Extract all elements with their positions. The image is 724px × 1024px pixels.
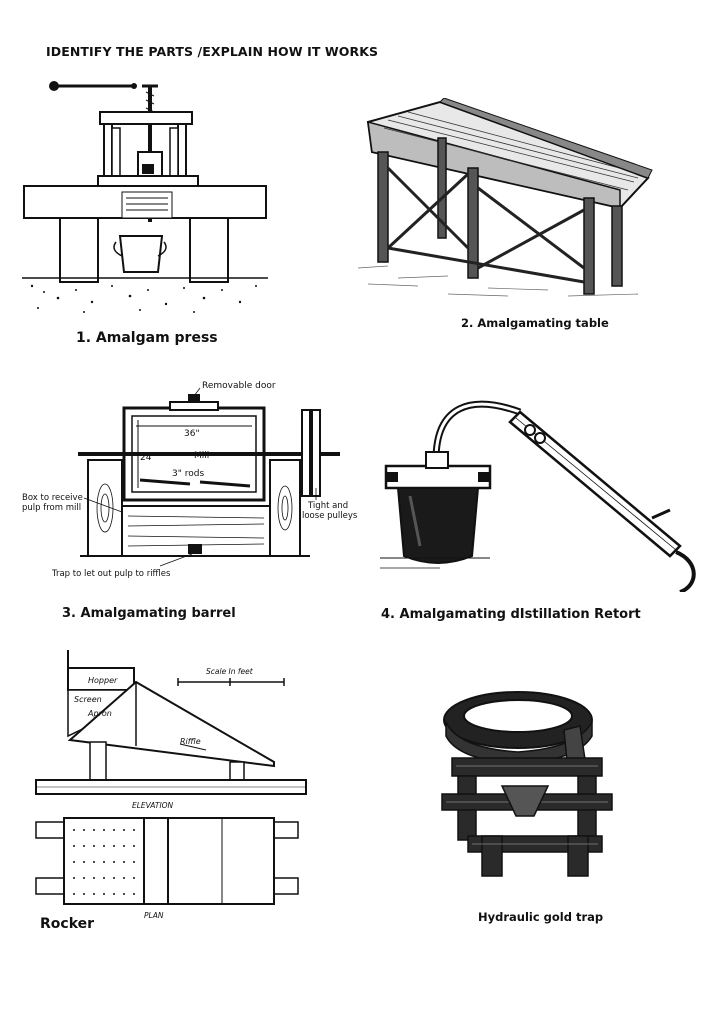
worksheet-title: IDENTIFY THE PARTS /EXPLAIN HOW IT WORKS [46, 44, 379, 59]
mill-label: Mill [194, 451, 209, 461]
barrel-width-label: 36" [184, 429, 200, 439]
elevation-label: ELEVATION [132, 801, 174, 810]
amalgam-press-illustration [22, 81, 268, 313]
screen-label: Screen [74, 695, 102, 704]
hydraulic-gold-trap-illustration [441, 691, 613, 877]
amalgamating-barrel-caption: 3. Amalgamating barrel [62, 606, 236, 621]
distillation-retort-illustration [380, 400, 696, 592]
distillation-retort-caption: 4. Amalgamating dIstillation Retort [381, 607, 641, 622]
amalgamating-table-illustration [357, 98, 653, 297]
hydraulic-gold-trap-caption: Hydraulic gold trap [478, 910, 604, 924]
plan-label: PLAN [144, 911, 164, 920]
amalgamating-barrel-illustration: Removable door 36" 24" Mill 3" rods Box … [22, 381, 358, 579]
rocker-illustration: Hopper Screen Apron Riffle Scale In feet… [35, 650, 307, 920]
rocker-caption: Rocker [40, 916, 95, 932]
amalgamating-table-caption: 2. Amalgamating table [461, 316, 609, 330]
pulleys-label: Tight and [307, 501, 348, 511]
box-label-line2: pulp from mill [22, 503, 81, 513]
trap-label: Trap to let out pulp to riffles [51, 569, 171, 579]
hopper-label: Hopper [88, 676, 118, 685]
pulleys-label-line2: loose pulleys [302, 511, 358, 521]
removable-door-label: Removable door [202, 381, 276, 391]
rods-label: 3" rods [172, 469, 204, 479]
barrel-height-label: 24" [140, 453, 156, 463]
riffle-label: Riffle [180, 737, 201, 746]
box-label: Box to receive [22, 493, 83, 503]
apron-label: Apron [87, 709, 112, 718]
amalgam-press-caption: 1. Amalgam press [76, 330, 218, 346]
scale-label: Scale In feet [206, 667, 254, 676]
